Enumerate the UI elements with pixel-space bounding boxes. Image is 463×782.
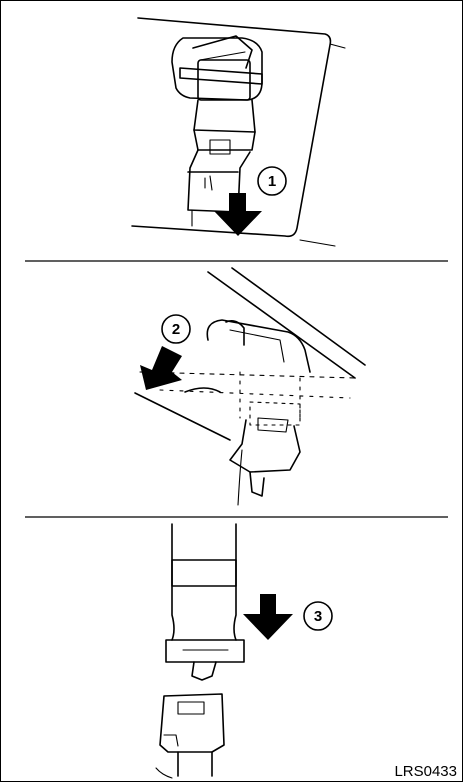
figure-code: LRS0433	[394, 763, 457, 780]
panel-1-buckle-release: 1	[132, 18, 345, 246]
release-arrow-1-icon	[214, 193, 262, 236]
callout-1-label: 1	[268, 173, 276, 190]
panel-2-anchor-release: 2	[135, 268, 365, 505]
release-arrow-2-icon	[140, 346, 182, 390]
panel-3-tongue-release: 3	[156, 524, 332, 778]
callout-3-label: 3	[314, 608, 322, 625]
release-arrow-3-icon	[243, 594, 293, 640]
callout-2-label: 2	[172, 321, 180, 338]
